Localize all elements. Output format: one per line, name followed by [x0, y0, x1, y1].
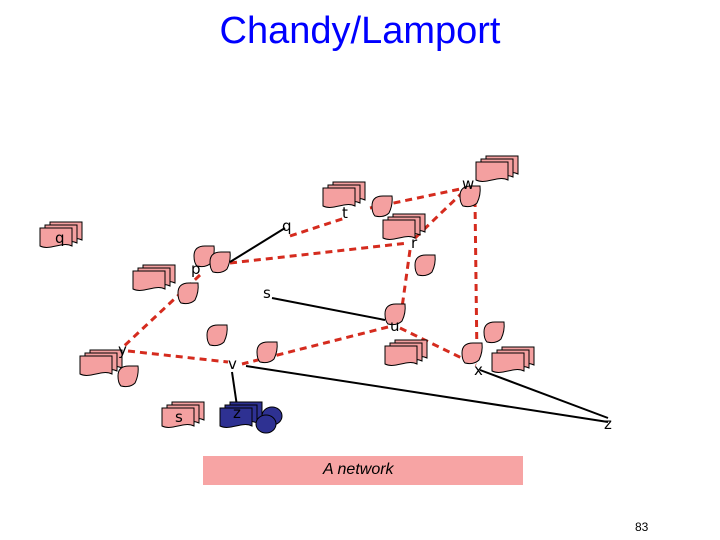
channel-s-u [271, 297, 386, 321]
label-s-bottom: s [175, 408, 183, 426]
slide-title: Chandy/Lamport [219, 10, 501, 52]
channel-w-x [473, 199, 479, 361]
caption-box [203, 456, 523, 485]
label-v: v [228, 355, 237, 373]
label-r: r [411, 234, 418, 252]
label-s-mid: s [263, 284, 271, 302]
label-x: x [474, 361, 483, 379]
channel-v-zright [245, 365, 609, 423]
label-z-right: z [604, 415, 612, 433]
label-q: q [282, 217, 292, 235]
channels [120, 186, 609, 423]
label-t: t [342, 204, 348, 222]
page-number: 83 [635, 520, 649, 534]
label-p: p [191, 260, 201, 278]
channel-p-r [229, 241, 409, 265]
channel-u-x [399, 326, 477, 367]
channel-v-z [231, 371, 238, 407]
channel-q-p [229, 227, 286, 263]
messages-dark [255, 406, 283, 434]
label-z-bottom: z [233, 404, 241, 422]
channel-x-zright [479, 369, 609, 419]
label-y: y [118, 341, 127, 359]
label-w: w [462, 175, 474, 193]
caption: A network [323, 461, 394, 478]
channel-q-t [289, 216, 346, 238]
channel-y-v [127, 349, 229, 364]
label-q-left: q [55, 229, 65, 247]
process-labels: q q t w r p s u y v x s z z [55, 175, 612, 433]
channel-r-w [413, 191, 464, 240]
label-u: u [390, 317, 400, 335]
